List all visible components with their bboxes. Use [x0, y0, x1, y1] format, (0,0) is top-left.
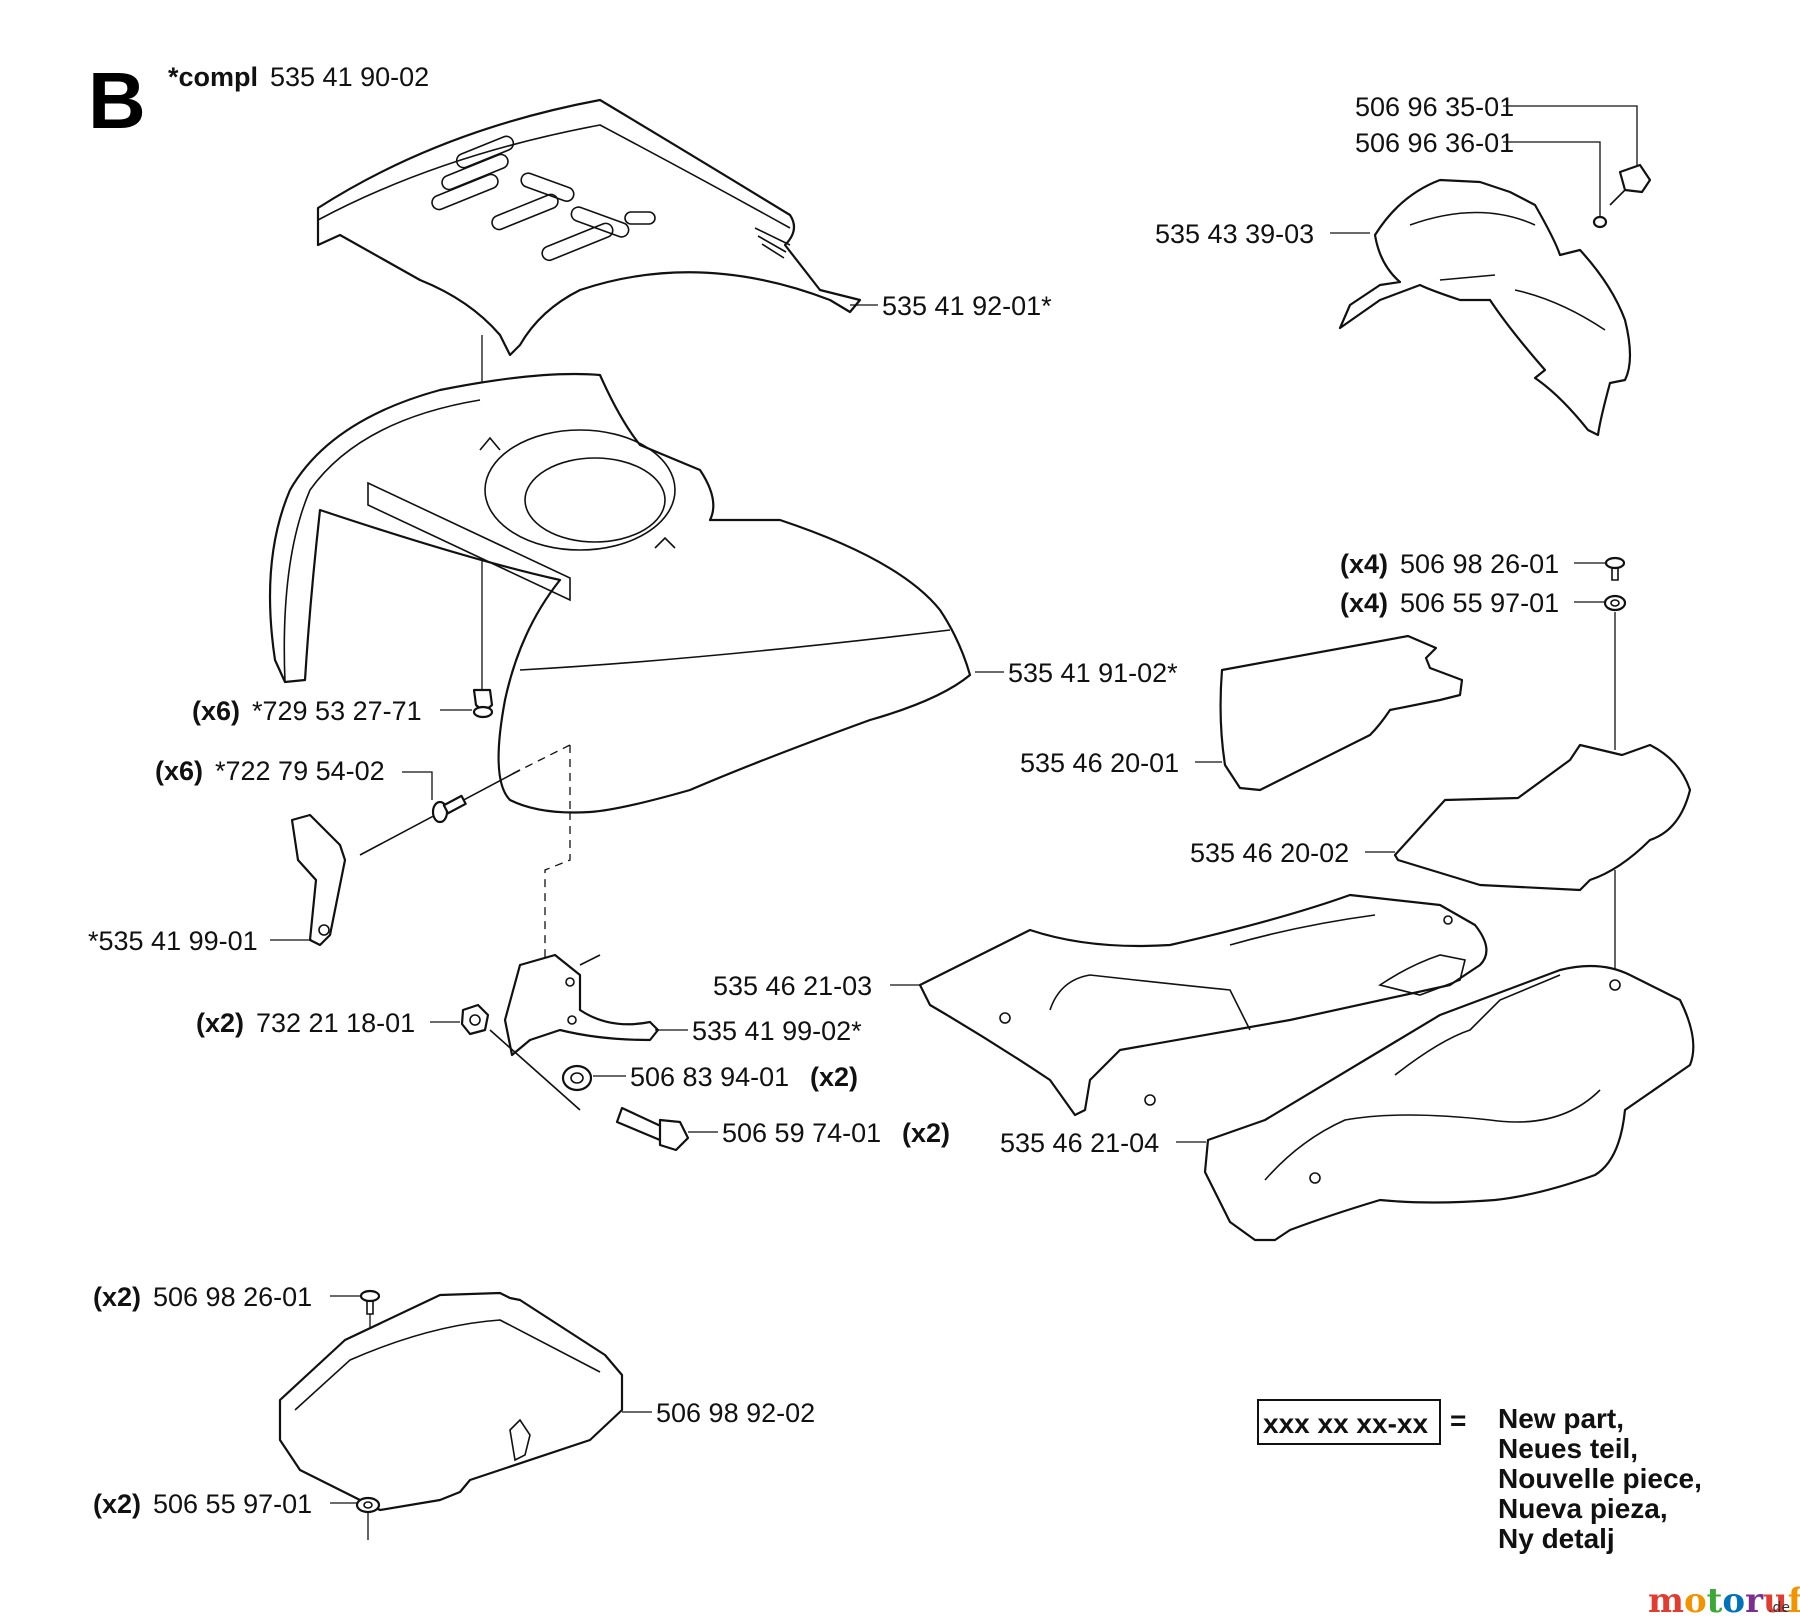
label-spacer-qty: (x2)	[810, 1062, 858, 1092]
wm-letter-5: u	[1763, 1581, 1788, 1621]
floor-right-part	[1203, 964, 1695, 1242]
washer-top-part	[1603, 594, 1627, 612]
wm-letter-0: m	[1648, 1581, 1684, 1621]
label-top-hood: 535 41 92-01*	[882, 291, 1052, 321]
label-nut: 732 21 18-01	[256, 1008, 415, 1038]
wm-letter-3: o	[1722, 1581, 1745, 1621]
main-hood-part	[268, 372, 972, 814]
top-hood-part	[316, 98, 862, 357]
label-washer-top: 506 55 97-01	[1400, 588, 1559, 618]
screw-hood-part	[472, 688, 494, 719]
watermark-text: motoruf	[1648, 1581, 1800, 1621]
label-screw-hood: *729 53 27-71	[252, 696, 422, 726]
label-spacer: 506 83 94-01	[630, 1062, 789, 1092]
floor-left-part	[918, 893, 1488, 1117]
legend-box-text: xxx xx xx-xx	[1263, 1408, 1428, 1439]
box-cover-part	[278, 1291, 624, 1512]
label-nut-qty: (x2)	[196, 1008, 244, 1038]
label-washer-top-qty: (x4)	[1340, 588, 1388, 618]
rivet-part	[359, 769, 521, 856]
legend: xxx xx xx-xx = New part, Neues teil, Nou…	[1257, 1399, 1702, 1554]
section-letter: B	[88, 56, 146, 145]
label-washer-box-qty: (x2)	[93, 1489, 141, 1519]
label-box-cover: 506 98 92-02	[656, 1398, 815, 1428]
mat-mid-part	[1393, 743, 1692, 892]
nut-part	[460, 1003, 581, 1111]
legend-line-5: Ny detalj	[1498, 1523, 1615, 1554]
label-bracket-right: 535 41 99-02*	[692, 1016, 862, 1046]
compl-prefix: *compl	[168, 62, 258, 92]
bolt-a-part	[1609, 163, 1652, 206]
label-bolt-b: 506 59 74-01	[722, 1118, 881, 1148]
label-screw-top-qty: (x4)	[1340, 549, 1388, 579]
label-floor-right: 535 46 21-04	[1000, 1128, 1159, 1158]
bracket-right-part	[503, 953, 660, 1057]
label-rivet: *722 79 54-02	[215, 756, 385, 786]
label-side-cover: 535 43 39-03	[1155, 219, 1314, 249]
mat-small-part	[1219, 634, 1464, 792]
label-screw-top: 506 98 26-01	[1400, 549, 1559, 579]
label-washer-box: 506 55 97-01	[153, 1489, 312, 1519]
label-screw-hood-qty: (x6)	[192, 696, 240, 726]
label-rivet-qty: (x6)	[155, 756, 203, 786]
legend-line-2: Neues teil,	[1498, 1433, 1638, 1464]
label-floor-left: 535 46 21-03	[713, 971, 872, 1001]
label-bracket-left: *535 41 99-01	[88, 926, 258, 956]
watermark-logo: motoruf .de	[1648, 1581, 1800, 1621]
label-bolt-b-qty: (x2)	[902, 1118, 950, 1148]
spacer-part	[561, 1064, 593, 1092]
wm-letter-4: r	[1745, 1581, 1764, 1621]
legend-line-3: Nouvelle piece,	[1498, 1463, 1702, 1494]
label-bolt-a: 506 96 35-01	[1355, 92, 1514, 122]
label-screw-box-qty: (x2)	[93, 1282, 141, 1312]
label-washer-a: 506 96 36-01	[1355, 128, 1514, 158]
wm-letter-6: f	[1788, 1581, 1800, 1621]
label-main-hood: 535 41 91-02*	[1008, 658, 1178, 688]
washer-a-part	[1592, 215, 1608, 229]
label-screw-box: 506 98 26-01	[153, 1282, 312, 1312]
watermark-suffix: .de	[1768, 1600, 1790, 1616]
screw-top-part	[1604, 556, 1626, 581]
label-mat-mid: 535 46 20-02	[1190, 838, 1349, 868]
bracket-left-part	[290, 813, 347, 947]
side-cover-part	[1338, 178, 1632, 437]
legend-equals: =	[1450, 1405, 1466, 1436]
legend-line-1: New part,	[1498, 1403, 1624, 1434]
legend-box	[1257, 1399, 1441, 1445]
wm-letter-2: t	[1707, 1581, 1723, 1621]
compl-number: 535 41 90-02	[270, 62, 429, 92]
label-mat-small: 535 46 20-01	[1020, 748, 1179, 778]
washer-box-part	[355, 1496, 381, 1540]
bolt-b-part	[615, 1106, 690, 1152]
wm-letter-1: o	[1684, 1581, 1707, 1621]
legend-line-4: Nueva pieza,	[1498, 1493, 1668, 1524]
